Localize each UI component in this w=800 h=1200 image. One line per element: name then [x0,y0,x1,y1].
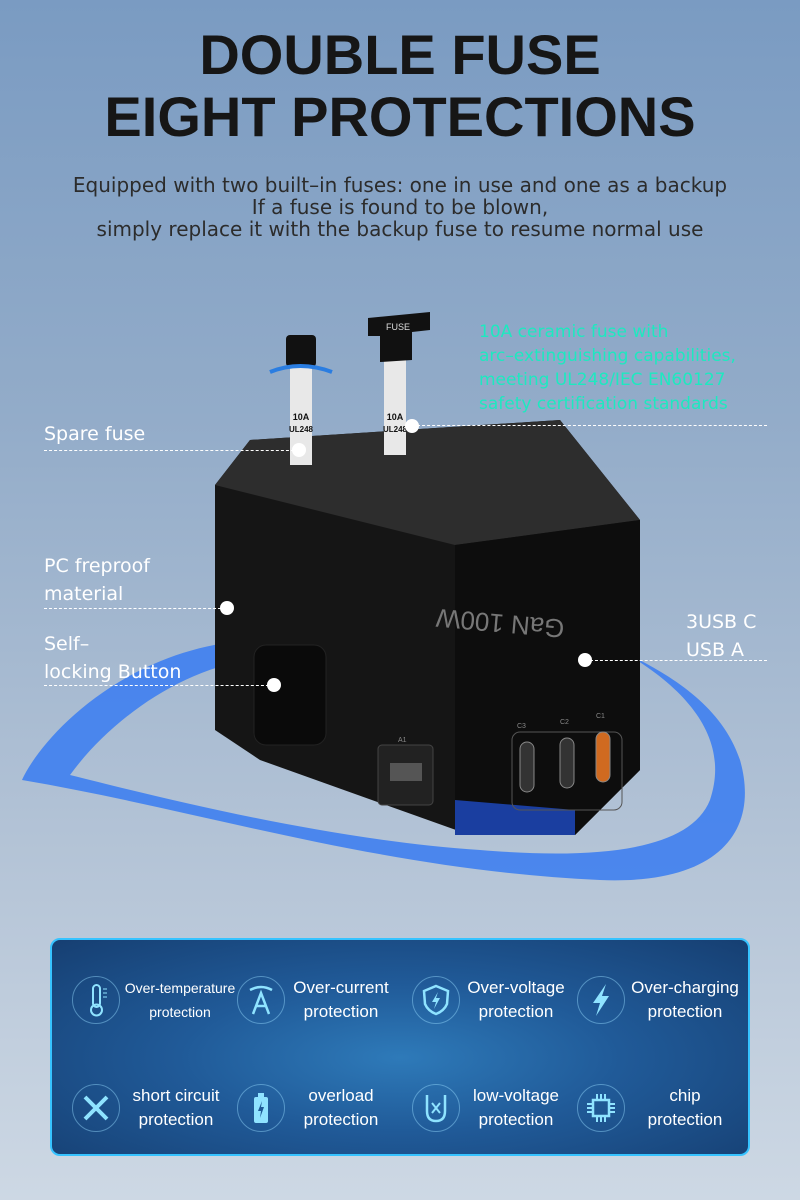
label-line: protection [478,1110,554,1129]
battery-icon [237,1084,285,1132]
self-locking-button [253,644,327,746]
label-line: low-voltage [473,1086,559,1105]
label-line: Over-temperature [124,980,236,996]
title-line-1: DOUBLE FUSE [199,23,601,86]
callout-line: 10A ceramic fuse with [479,322,669,342]
subtitle-line: If a fuse is found to be blown, [251,195,549,219]
fuse-rating: 10A [387,412,404,422]
ports-label: 3USB C USB A [686,608,756,664]
protection-label: short circuit protection [120,1084,232,1132]
label-line: overload [308,1086,374,1105]
label-line: protection [138,1110,214,1129]
callout-line: safety certification standards [479,394,728,414]
protection-label: Over-charging protection [625,976,745,1024]
port-label: C1 [596,713,605,720]
label-line: chip [669,1086,701,1105]
label-line: Over-charging [631,978,739,997]
protection-item-over-charging: Over-charging protection [557,970,739,1030]
x-icon [72,1084,120,1132]
bolt-icon [577,976,625,1024]
fuse-cap-label: FUSE [386,322,410,332]
label-line: USB A [686,639,745,661]
fuse-standard: UL248 [289,425,314,434]
title-line-2: EIGHT PROTECTIONS [104,85,696,148]
label-line: protection [303,1110,379,1129]
label-line: protection [149,1004,211,1020]
label-line: protection [647,1002,723,1021]
product-illustration: GaN 100W FUSE 10A UL248 10A UL248 C3 C2 … [22,312,745,881]
marker-dot [220,601,234,615]
blue-swoosh [22,640,745,881]
label-line: locking Button [44,661,182,683]
fuse-cap [368,312,430,362]
marker-dot [292,443,306,457]
protection-label: Over-temperature protection [118,976,242,1024]
protection-label: overload protection [285,1084,397,1132]
button-label: Self– locking Button [44,630,181,686]
protection-item-overload: overload protection [217,1078,392,1138]
label-line: protection [478,1002,554,1021]
u-x-icon [412,1084,460,1132]
material-label: PC freproof material [44,552,150,608]
protection-label: low-voltage protection [460,1084,572,1132]
usb-c-cluster [511,731,623,811]
protection-item-over-current: Over-current protection [217,970,392,1030]
usb-c-port [559,737,575,789]
label-line: protection [647,1110,723,1129]
label-line: protection [303,1002,379,1021]
leader-line [585,660,767,661]
shield-bolt-icon [412,976,460,1024]
spare-fuse-label: Spare fuse [44,423,146,445]
fuse-spec-callout: 10A ceramic fuse with arc–extinguishing … [479,320,736,416]
protection-item-over-temperature: Over-temperature protection [52,970,235,1030]
port-label: C2 [560,719,569,726]
protections-panel: Over-temperature protection Over-current p… [50,938,750,1156]
fuse-rating: 10A [293,412,310,422]
subtitle-line: simply replace it with the backup fuse t… [96,217,704,241]
label-line: short circuit [132,1086,220,1105]
protection-item-chip: chip protection [557,1078,732,1138]
usb-c-port [519,741,535,793]
marker-dot [405,419,419,433]
protection-label: Over-voltage protection [460,976,572,1024]
callout-line: meeting UL248/IEC EN60127 [479,370,726,390]
protection-item-over-voltage: Over-voltage protection [392,970,567,1030]
ampere-icon [237,976,285,1024]
port-label: A1 [398,737,407,744]
usb-a-slot [390,763,422,781]
label-line: material [44,583,124,605]
label-line: PC freproof [44,555,150,577]
port-label: C3 [517,723,526,730]
marker-dot [578,653,592,667]
spare-fuse-cap [286,335,316,367]
rotate-arrow-icon [269,364,333,374]
chip-icon [577,1084,625,1132]
label-line: Self– [44,633,90,655]
leader-line [412,425,767,426]
leader-line [44,685,274,686]
subtitle-line: Equipped with two built–in fuses: one in… [72,173,728,197]
marker-dot [267,678,281,692]
leader-line [44,608,226,609]
blue-base-accent [455,800,575,835]
active-fuse [384,350,406,455]
thermometer-icon [72,976,120,1024]
leader-line [44,450,299,451]
usb-c-port [595,731,611,783]
protection-item-low-voltage: low-voltage protection [392,1078,567,1138]
label-line: Over-voltage [467,978,565,997]
protection-label: chip protection [625,1084,745,1132]
spare-fuse [290,360,312,465]
adapter-top-face [215,420,640,545]
adapter-front-face [455,520,640,835]
label-line: Over-current [293,978,389,997]
protection-label: Over-current protection [285,976,397,1024]
label-line: 3USB C [686,611,757,633]
protection-item-short-circuit: short circuit protection [52,1078,227,1138]
fuse-standard: UL248 [383,425,408,434]
callout-line: arc–extinguishing capabilities, [479,346,736,366]
subtitle: Equipped with two built–in fuses: one in… [0,174,800,240]
